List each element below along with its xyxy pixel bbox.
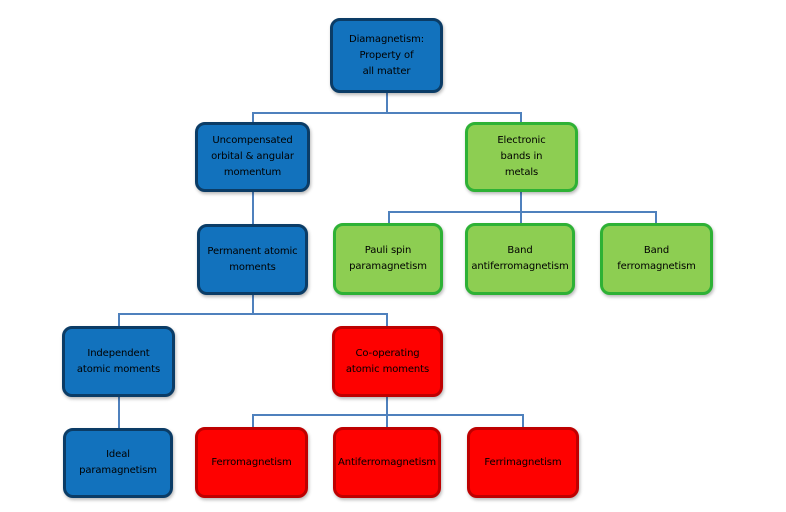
connector-electronic-stem — [520, 192, 522, 213]
node-electronic-bands: Electronic bands in metals — [465, 122, 578, 192]
connector-permanent-stem — [252, 295, 254, 315]
node-ferromagnetism: Ferromagnetism — [195, 427, 308, 498]
node-pauli-spin-paramagnetism: Pauli spin paramagnetism — [333, 223, 443, 295]
connector-to-antiferromagnetism — [386, 414, 388, 427]
connector-to-electronic-bands — [520, 112, 522, 123]
connector-level2-crossbar — [252, 112, 522, 114]
node-independent-atomic-moments: Independent atomic moments — [62, 326, 175, 397]
connector-green-crossbar — [388, 211, 657, 213]
node-uncompensated-momentum: Uncompensated orbital & angular momentum — [195, 122, 310, 192]
connector-to-ideal-paramagnetism — [118, 397, 120, 428]
connector-to-band-ferro — [655, 211, 657, 223]
connector-to-uncompensated — [252, 112, 254, 123]
connector-to-ferromagnetism — [252, 414, 254, 427]
connector-cooperating-stem — [386, 397, 388, 416]
connector-to-cooperating — [386, 313, 388, 326]
connector-to-band-antiferro — [520, 211, 522, 223]
node-antiferromagnetism: Antiferromagnetism — [333, 427, 441, 498]
connector-to-ferrimagnetism — [522, 414, 524, 427]
connector-to-pauli-spin — [388, 211, 390, 223]
node-ideal-paramagnetism: Ideal paramagnetism — [63, 428, 173, 498]
node-band-antiferromagnetism: Band antiferromagnetism — [465, 223, 575, 295]
node-ferrimagnetism: Ferrimagnetism — [467, 427, 579, 498]
connector-to-permanent-moments — [252, 192, 254, 224]
node-permanent-atomic-moments: Permanent atomic moments — [197, 224, 308, 295]
node-co-operating-atomic-moments: Co-operating atomic moments — [332, 326, 443, 397]
connector-to-independent — [118, 313, 120, 326]
node-band-ferromagnetism: Band ferromagnetism — [600, 223, 713, 295]
connector-diamagnetism-stem — [386, 93, 388, 113]
connector-level4-crossbar — [118, 313, 388, 315]
node-diamagnetism: Diamagnetism: Property of all matter — [330, 18, 443, 93]
